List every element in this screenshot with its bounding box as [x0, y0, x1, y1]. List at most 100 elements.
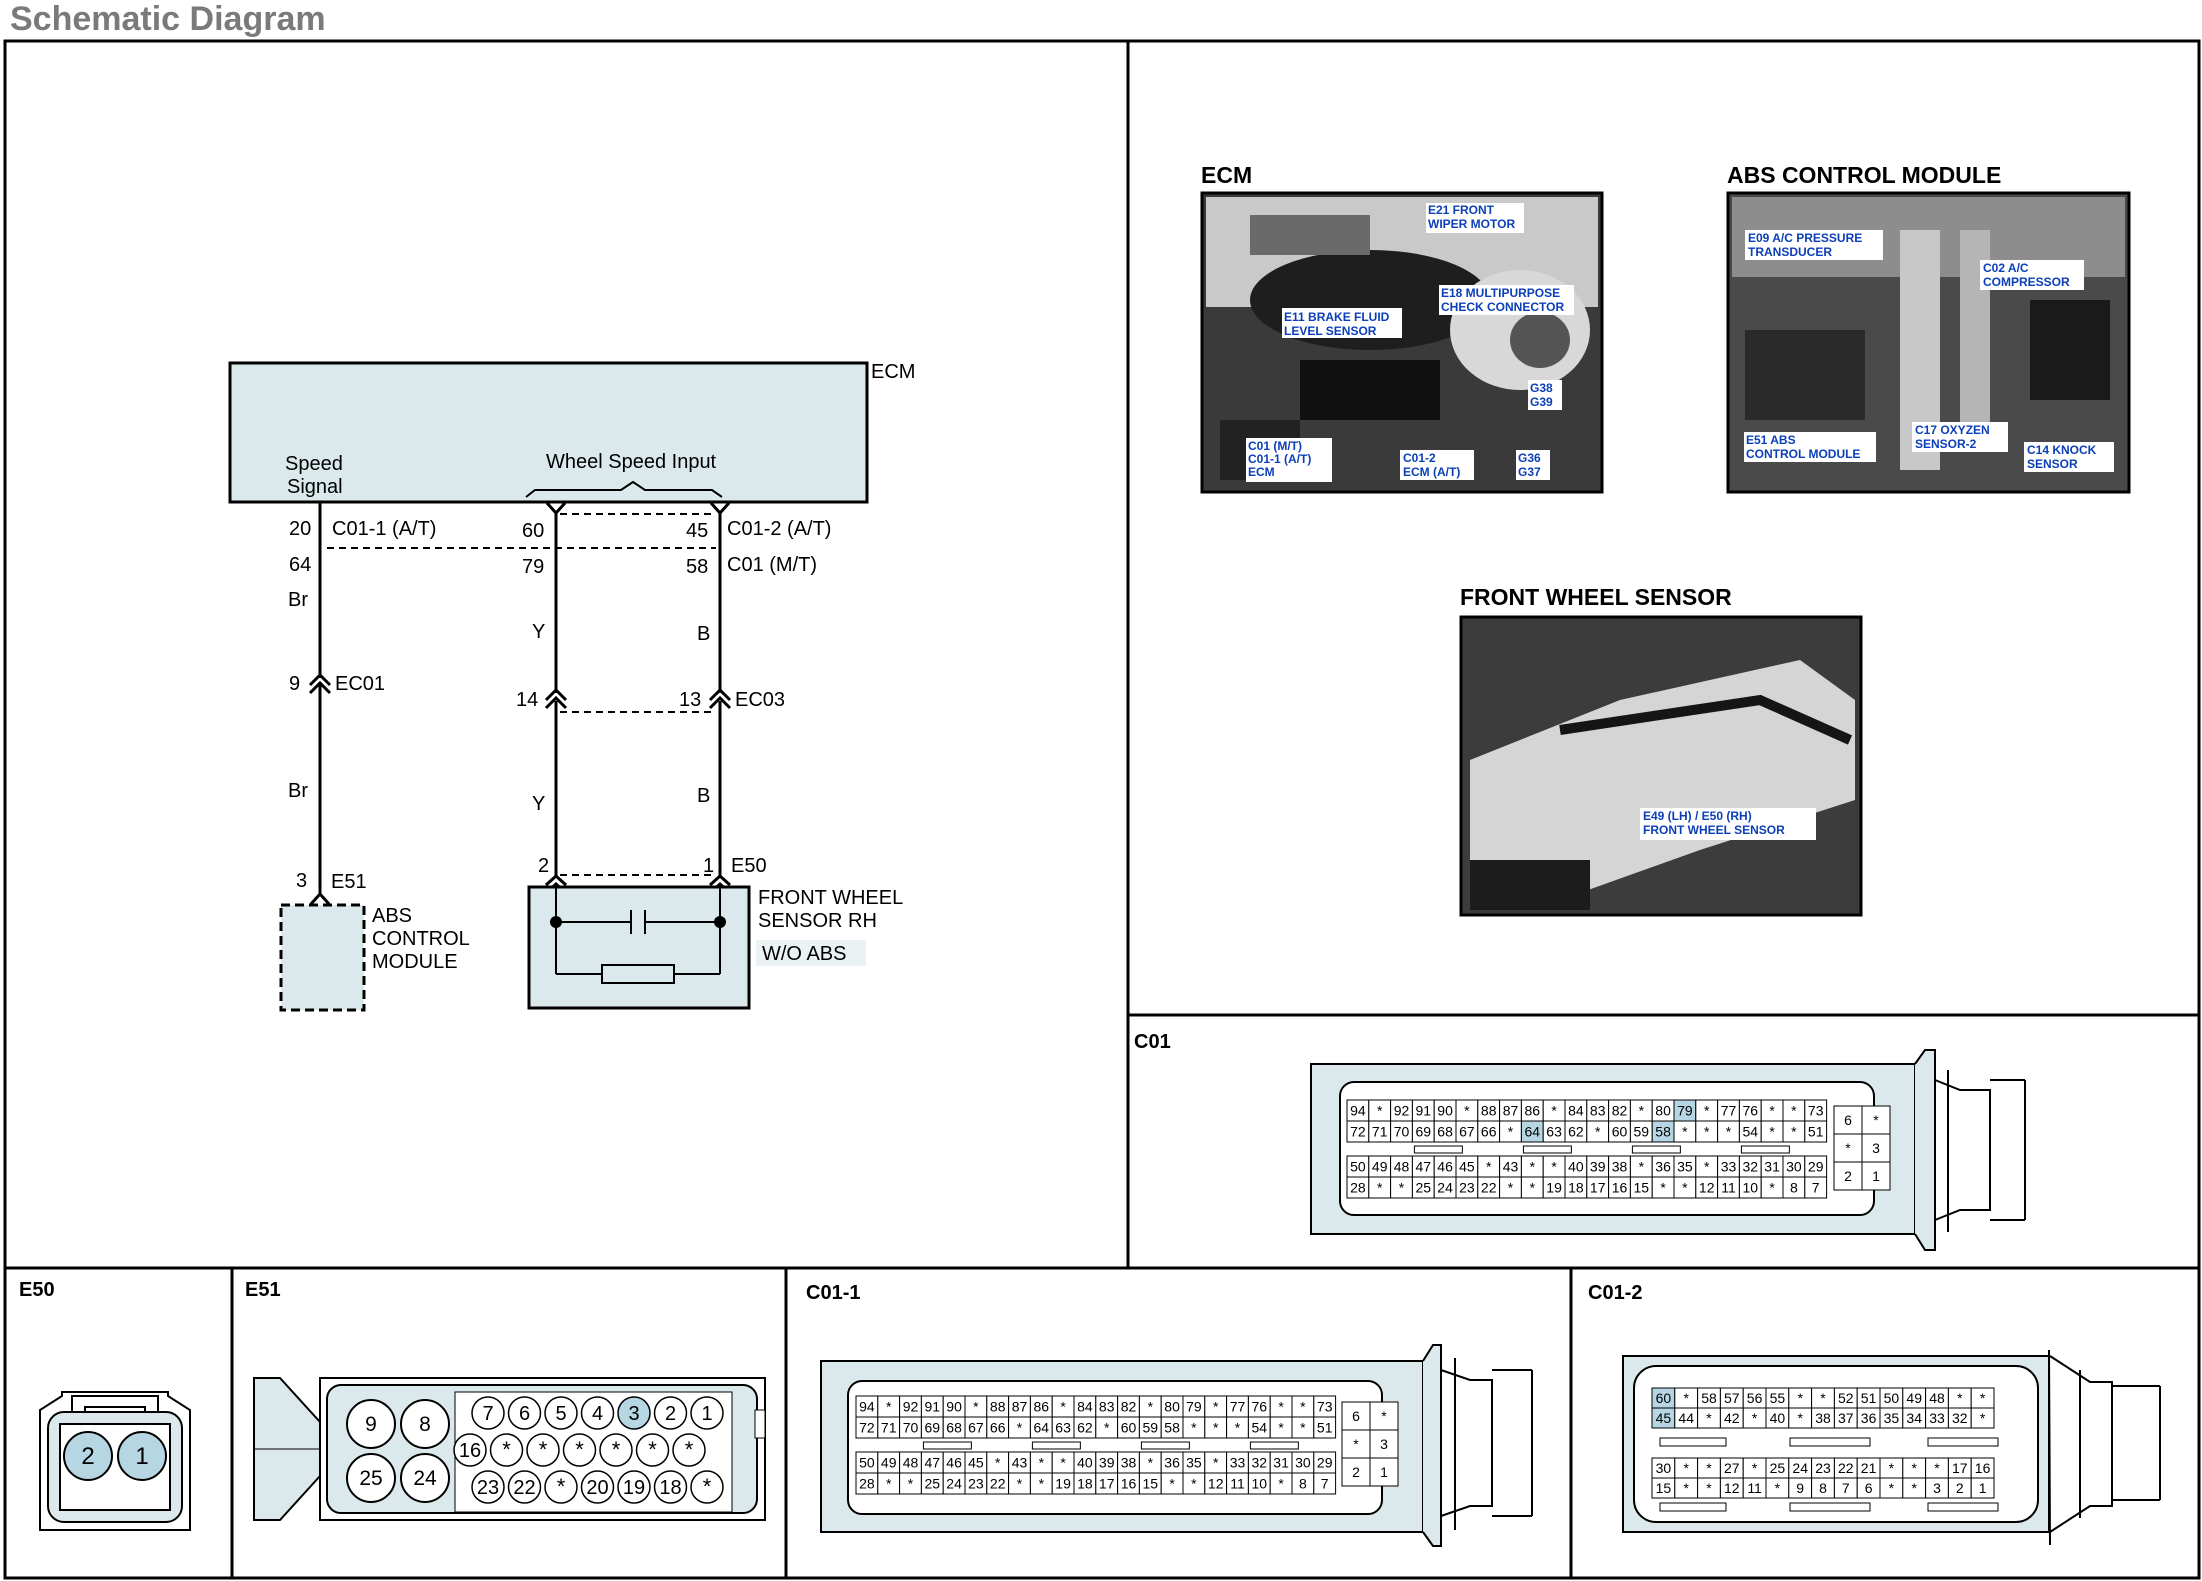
- connector-pin: *: [1368, 1176, 1392, 1199]
- svg-text:*: *: [1530, 1180, 1536, 1196]
- svg-text:77: 77: [1230, 1399, 1246, 1415]
- connector-pin: 90: [942, 1395, 966, 1418]
- svg-text:*: *: [1278, 1420, 1284, 1436]
- connector-pin: *: [1651, 1176, 1675, 1199]
- connector-pin: *: [877, 1472, 901, 1495]
- svg-text:23: 23: [1459, 1180, 1475, 1196]
- svg-text:*: *: [908, 1476, 914, 1492]
- connector-pin: 70: [899, 1416, 922, 1439]
- connector-pin: 33: [1925, 1407, 1949, 1429]
- e51-pin: *: [635, 1433, 670, 1467]
- svg-text:22: 22: [1481, 1180, 1497, 1196]
- svg-text:33: 33: [1230, 1455, 1246, 1471]
- connector-key-bar: [1031, 1441, 1081, 1450]
- connector-pin: *: [1674, 1457, 1699, 1479]
- connector-pin: 30: [1782, 1155, 1806, 1178]
- svg-text:64: 64: [1034, 1420, 1050, 1436]
- connector-pin: *: [1029, 1472, 1053, 1495]
- connector-pin: 2: [1833, 1161, 1863, 1191]
- wire-color-br: Br: [288, 780, 308, 802]
- connector-pin: 48: [899, 1451, 922, 1474]
- svg-text:*: *: [1381, 1408, 1387, 1424]
- e51-pin: *: [599, 1433, 633, 1467]
- connector-pin: 36: [1856, 1407, 1881, 1429]
- connector-pin: *: [986, 1451, 1010, 1474]
- svg-text:19: 19: [1546, 1180, 1562, 1196]
- svg-text:*: *: [1639, 1159, 1645, 1175]
- svg-text:22: 22: [990, 1476, 1006, 1492]
- svg-text:8: 8: [1299, 1476, 1307, 1492]
- connector-pin: *: [1499, 1176, 1522, 1199]
- svg-text:C01-2: C01-2: [1403, 451, 1436, 465]
- connector-pin: 28: [1346, 1176, 1370, 1199]
- svg-text:16: 16: [459, 1440, 481, 1462]
- connector-pin: 2: [1341, 1457, 1371, 1487]
- svg-text:1: 1: [1380, 1464, 1388, 1480]
- connector-pin: 72: [855, 1416, 879, 1439]
- connector-pin: 52: [1833, 1387, 1858, 1409]
- dashed-links: [327, 513, 716, 876]
- connector-pin: 47: [920, 1451, 944, 1474]
- svg-text:71: 71: [1372, 1124, 1388, 1140]
- svg-text:47: 47: [1416, 1159, 1432, 1175]
- svg-text:35: 35: [1677, 1159, 1693, 1175]
- connector-pin: *: [1760, 1120, 1784, 1143]
- connector-pin: 66: [986, 1416, 1010, 1439]
- conn-ec01: EC01: [335, 673, 385, 695]
- svg-text:*: *: [1278, 1399, 1284, 1415]
- svg-text:*: *: [539, 1437, 548, 1462]
- connector-key-bar: [1659, 1502, 1727, 1512]
- svg-text:90: 90: [946, 1399, 962, 1415]
- connector-pin: 63: [1051, 1416, 1075, 1439]
- connector-pin: *: [1629, 1155, 1653, 1178]
- svg-text:63: 63: [1546, 1124, 1562, 1140]
- pin-58: 58: [686, 556, 708, 578]
- wo-abs-note: W/O ABS: [762, 943, 846, 965]
- connector-pin: 6: [1341, 1401, 1371, 1431]
- svg-text:39: 39: [1099, 1455, 1115, 1471]
- svg-text:*: *: [1775, 1480, 1781, 1496]
- svg-text:*: *: [1682, 1180, 1688, 1196]
- connector-pin: 58: [1160, 1416, 1184, 1439]
- connector-pin: *: [1673, 1176, 1697, 1199]
- svg-text:88: 88: [1481, 1103, 1497, 1119]
- connector-pin: *: [1695, 1155, 1719, 1178]
- connector-pin: 49: [877, 1451, 901, 1474]
- e51-pin: 16: [453, 1433, 487, 1467]
- svg-text:28: 28: [1350, 1180, 1366, 1196]
- connector-pin: *: [1782, 1099, 1806, 1122]
- c01-1-panel-label: C01-1: [806, 1282, 860, 1304]
- svg-text:*: *: [1683, 1460, 1689, 1476]
- e50-pin: 2: [63, 1431, 113, 1481]
- svg-text:*: *: [1980, 1410, 1986, 1426]
- svg-text:42: 42: [1724, 1410, 1740, 1426]
- connector-pin: 62: [1564, 1120, 1588, 1143]
- svg-text:91: 91: [925, 1399, 941, 1415]
- svg-text:*: *: [1639, 1103, 1645, 1119]
- svg-text:2: 2: [665, 1403, 676, 1425]
- connector-pin: *: [1542, 1155, 1566, 1178]
- svg-text:*: *: [1213, 1455, 1219, 1471]
- svg-text:48: 48: [1394, 1159, 1410, 1175]
- svg-text:62: 62: [1568, 1124, 1584, 1140]
- svg-text:16: 16: [1612, 1180, 1628, 1196]
- connector-pin: 28: [855, 1472, 879, 1495]
- speed-signal-label: Speed: [285, 453, 343, 475]
- svg-text:11: 11: [1230, 1476, 1245, 1492]
- svg-text:87: 87: [1012, 1399, 1028, 1415]
- svg-text:6: 6: [1865, 1480, 1873, 1496]
- svg-text:43: 43: [1012, 1455, 1028, 1471]
- svg-text:36: 36: [1164, 1455, 1180, 1471]
- svg-text:49: 49: [1906, 1390, 1922, 1406]
- svg-text:25: 25: [359, 1467, 382, 1490]
- connector-pin: *: [1717, 1120, 1740, 1143]
- wire-color-b: B: [697, 785, 710, 807]
- svg-text:ECM (A/T): ECM (A/T): [1403, 465, 1460, 479]
- svg-text:23: 23: [1815, 1460, 1831, 1476]
- connector-pin: 48: [1390, 1155, 1413, 1178]
- svg-text:28: 28: [859, 1476, 875, 1492]
- svg-text:55: 55: [1770, 1390, 1786, 1406]
- connector-pin: *: [1673, 1120, 1697, 1143]
